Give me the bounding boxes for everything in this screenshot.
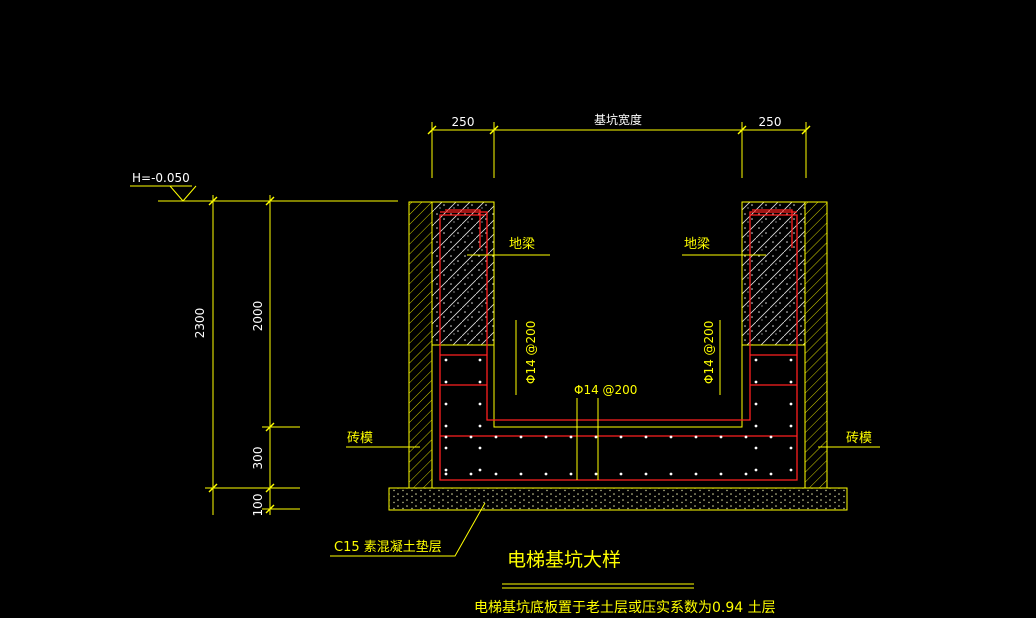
rebar-section-dot <box>444 468 448 472</box>
rebar-section-dot <box>444 380 448 384</box>
vertical-dimension-chains <box>205 195 300 515</box>
leader-lines <box>330 254 880 557</box>
rebar-section-dot <box>789 358 793 362</box>
rebar-section-dot <box>494 472 498 476</box>
rebar-section-dot <box>754 468 758 472</box>
rebar-section-dot <box>789 468 793 472</box>
dim-wall-height: 2000 <box>251 301 265 332</box>
rebar-section-dot <box>594 472 598 476</box>
label-rebar-left: Φ14 @200 <box>524 321 538 384</box>
rebar-section-dot <box>694 472 698 476</box>
rebar-section-dot <box>694 435 698 439</box>
rebar-section-dot <box>644 472 648 476</box>
rebar-section-dot <box>444 472 448 476</box>
rebar-section-dot <box>719 435 723 439</box>
rebar-section-dot <box>619 435 623 439</box>
ground-beam-right <box>741 201 806 346</box>
dim-right-wall: 250 <box>759 115 782 129</box>
rebar-section-dot <box>754 358 758 362</box>
rebar-dots <box>444 358 793 476</box>
rebar-section-dot <box>469 472 473 476</box>
top-dimension-chain <box>427 122 811 178</box>
rebar-section-dot <box>769 435 773 439</box>
dim-slab-thickness: 300 <box>251 447 265 470</box>
rebar-section-dot <box>754 446 758 450</box>
rebar-section-dot <box>744 435 748 439</box>
brick-wall-right <box>804 201 828 489</box>
rebar-section-dot <box>478 446 482 450</box>
rebar-section-dot <box>754 380 758 384</box>
rebar-section-dot <box>754 424 758 428</box>
rebar-section-dot <box>619 472 623 476</box>
rebar-section-dot <box>544 472 548 476</box>
rebar-section-dot <box>789 424 793 428</box>
rebar-section-dot <box>478 358 482 362</box>
dim-total-depth: 2300 <box>193 308 207 339</box>
pit-outline <box>431 202 806 489</box>
rebar-section-dot <box>444 446 448 450</box>
rebar-section-dot <box>444 402 448 406</box>
rebar-section-dot <box>478 468 482 472</box>
rebar-section-dot <box>444 424 448 428</box>
rebar-section-dot <box>754 402 758 406</box>
rebar-section-dot <box>669 472 673 476</box>
rebar-section-dot <box>478 424 482 428</box>
rebar-section-dot <box>544 435 548 439</box>
rebar-section-dot <box>519 472 523 476</box>
drawing-note: 电梯基坑底板置于老土层或压实系数为0.94 土层 <box>474 599 776 616</box>
rebar-section-dot <box>769 472 773 476</box>
rebar-section-dot <box>789 446 793 450</box>
rebar-section-dot <box>444 358 448 362</box>
label-ground-beam-right: 地梁 <box>684 237 710 252</box>
rebar-section-dot <box>789 402 793 406</box>
rebar-section-dot <box>444 435 448 439</box>
label-ground-beam-left: 地梁 <box>509 237 535 252</box>
rebar-section-dot <box>519 435 523 439</box>
rebar-cage <box>439 209 798 481</box>
rebar-section-dot <box>789 380 793 384</box>
label-rebar-right: Φ14 @200 <box>702 321 716 384</box>
rebar-section-dot <box>719 472 723 476</box>
rebar-section-dot <box>569 472 573 476</box>
rebar-section-dot <box>744 472 748 476</box>
rebar-section-dot <box>478 380 482 384</box>
rebar-section-dot <box>469 435 473 439</box>
label-brick-form-right: 砖模 <box>846 431 872 446</box>
elevation-marker <box>130 185 398 202</box>
dim-pit-width: 基坑宽度 <box>594 112 642 127</box>
dim-left-wall: 250 <box>452 115 475 129</box>
brick-wall-left <box>408 201 433 489</box>
rebar-section-dot <box>644 435 648 439</box>
rebar-section-dot <box>669 435 673 439</box>
concrete-cushion-layer <box>388 487 848 511</box>
label-brick-form-left: 砖模 <box>347 431 373 446</box>
rebar-section-dot <box>594 435 598 439</box>
rebar-section-dot <box>494 435 498 439</box>
title-underline <box>502 583 694 589</box>
rebar-section-dot <box>569 435 573 439</box>
label-cushion: C15 素混凝土垫层 <box>334 539 442 555</box>
rebar-section-dot <box>478 402 482 406</box>
dim-cushion-thickness: 100 <box>251 494 265 517</box>
label-rebar-bottom: Φ14 @200 <box>574 383 637 397</box>
elevation-label: H=-0.050 <box>132 171 190 185</box>
ground-beam-left <box>431 201 495 346</box>
drawing-title: 电梯基坑大样 <box>507 549 621 571</box>
